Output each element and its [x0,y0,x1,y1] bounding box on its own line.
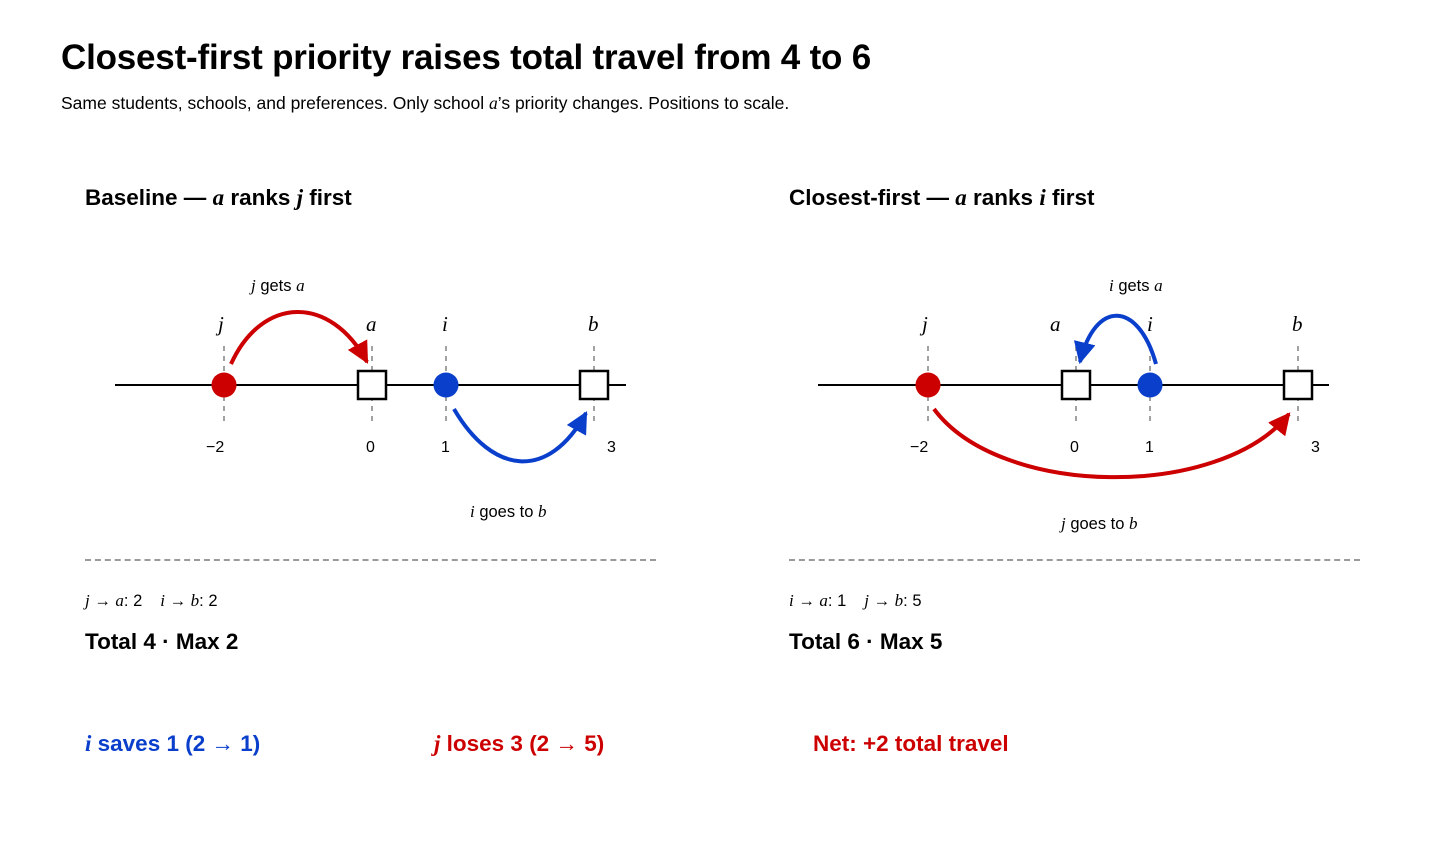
panel-closest-first-diagram [818,313,1329,480]
point-label-b: b [1292,312,1303,336]
student-j-marker [211,372,237,398]
school-b-marker [1282,369,1314,401]
point-label-j: j [218,312,224,336]
point-label-a: a [366,312,377,336]
tick-label: 0 [1070,439,1079,456]
arrow-label-j-goes-to-b: j goes to b [1061,514,1138,533]
chart-subtitle: Same students, schools, and preferences.… [61,93,790,113]
panel-closest-first-total: Total 6 · Max 5 [789,629,943,654]
tick-label: −2 [206,439,225,456]
arrow-j-to-a [229,310,369,365]
student-j-marker [915,372,941,398]
tick-label: 0 [366,439,375,456]
arrow-j-to-b [932,407,1291,480]
distance-item: j → b: 5 [864,591,922,610]
arrow-label-i-goes-to-b: i goes to b [470,502,547,521]
distance-item: i → a: 1 [789,591,847,610]
tick-label: 3 [607,439,616,456]
arrow-label-i-gets-a: i gets a [1109,276,1163,295]
footer-i-change: i saves 1 (2 → 1) [85,731,261,756]
panel-closest-first-heading: Closest-first — a ranks i first [789,185,1095,210]
panel-closest-first-distances: i → a: 1 j → b: 5 [789,591,922,611]
student-i-marker [433,372,459,398]
distance-item: j → a: 2 [85,591,143,610]
panel-baseline-heading: Baseline — a ranks j first [85,185,352,210]
point-label-j: j [922,312,928,336]
tick-label: −2 [910,439,929,456]
footer-net-change: Net: +2 total travel [813,731,1009,756]
panel-baseline-distances: j → a: 2 i → b: 2 [85,591,218,611]
panel-baseline-separator [85,559,656,561]
panel-closest-first-separator [789,559,1360,561]
panel-baseline-diagram [115,310,626,464]
panel-baseline-total: Total 4 · Max 2 [85,629,239,654]
point-label-i: i [442,312,448,336]
arrow-i-to-a [1073,313,1158,365]
chart-title: Closest-first priority raises total trav… [61,38,871,77]
distance-item: i → b: 2 [160,591,218,610]
point-label-a: a [1050,312,1061,336]
school-a-marker [356,369,388,401]
tick-label: 1 [441,439,450,456]
student-i-marker [1137,372,1163,398]
arrow-i-to-b [452,407,588,464]
point-label-b: b [588,312,599,336]
tick-label: 1 [1145,439,1154,456]
point-label-i: i [1147,312,1153,336]
school-b-marker [578,369,610,401]
tick-label: 3 [1311,439,1320,456]
arrow-label-j-gets-a: j gets a [251,276,305,295]
footer-j-change: j loses 3 (2 → 5) [434,731,605,756]
school-a-marker [1060,369,1092,401]
